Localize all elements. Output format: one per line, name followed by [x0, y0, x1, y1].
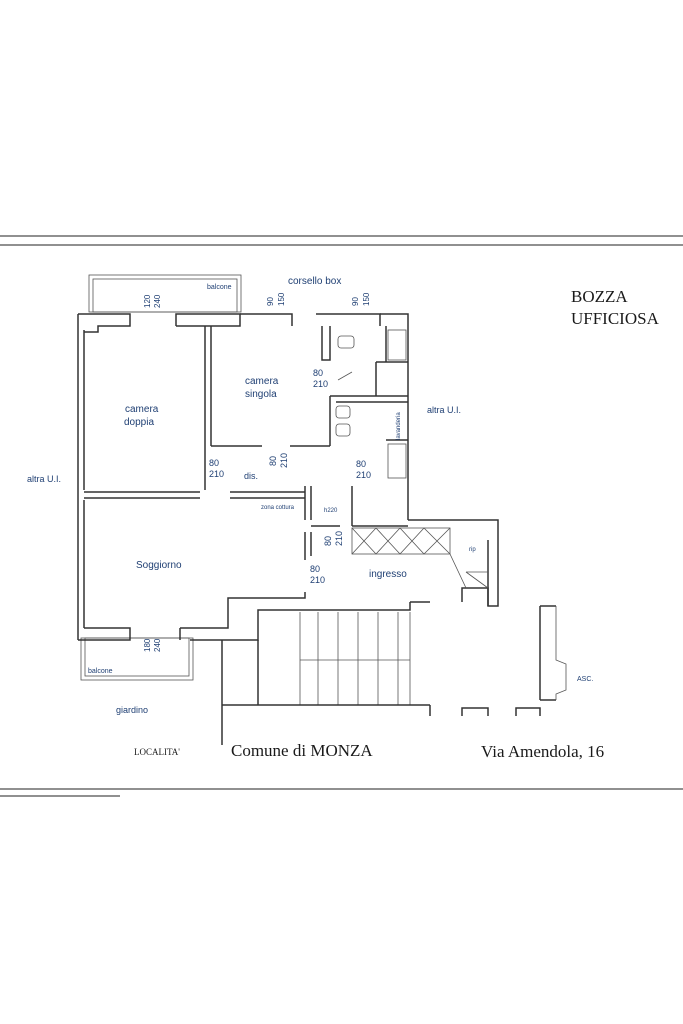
door-dims-cucina: 80 210 — [323, 531, 344, 546]
room-camera-singola: camera singola — [245, 376, 279, 400]
window-dims-soggiorno: 180 240 — [143, 638, 162, 652]
balcone-top-label: balcone — [207, 284, 232, 291]
camera-singola-line-1: camera — [245, 376, 279, 387]
door-cucina-width: 80 — [323, 536, 333, 546]
comune-label: Comune di MONZA — [231, 741, 373, 760]
door-dims-soggiorno: 80 210 — [310, 564, 325, 585]
win-bagno-height: 150 — [362, 292, 371, 306]
stamp-line-1: BOZZA — [571, 287, 628, 306]
lavanderia-label: lavanderia — [396, 412, 402, 440]
giardino-label: giardino — [116, 705, 148, 715]
room-ingresso-label: ingresso — [369, 569, 407, 580]
door-h220-label: h220 — [324, 508, 338, 514]
address-label: Via Amendola, 16 — [481, 742, 604, 761]
interior-walls — [84, 326, 408, 560]
window-dims-singola: 90 150 — [266, 292, 286, 306]
exterior-walls — [77, 313, 499, 641]
door-dis-width: 80 — [268, 456, 278, 466]
balcone-bottom-label: balcone — [88, 668, 113, 675]
door-dis-height: 210 — [279, 453, 289, 468]
door-doppia-height: 210 — [209, 469, 224, 479]
win-doppia-height: 240 — [153, 294, 162, 308]
door-bagno-height: 210 — [356, 470, 371, 480]
stamp-line-2: UFFICIOSA — [571, 309, 660, 328]
rip-label: rip — [469, 547, 476, 553]
kitchen-counter — [351, 527, 489, 589]
camera-doppia-line-1: camera — [125, 404, 159, 415]
corsello-box-label: corsello box — [288, 276, 341, 287]
sheet-frame — [0, 235, 683, 797]
asc-label: ASC. — [577, 676, 593, 683]
door-singola-width: 80 — [313, 368, 323, 378]
win-singola-height: 150 — [277, 292, 286, 306]
room-camera-doppia: camera doppia — [124, 404, 159, 428]
zona-cottura-label: zona cottura — [261, 505, 295, 511]
altra-ui-left-label: altra U.I. — [27, 474, 61, 484]
bathroom-fixtures — [335, 329, 407, 479]
room-soggiorno-label: Soggiorno — [136, 560, 182, 571]
door-soggiorno-width: 80 — [310, 564, 320, 574]
altra-ui-right-label: altra U.I. — [427, 405, 461, 415]
door-dims-doppia: 80 210 — [209, 458, 224, 479]
camera-doppia-line-2: doppia — [124, 417, 154, 428]
door-doppia-width: 80 — [209, 458, 219, 468]
win-singola-width: 90 — [266, 297, 275, 306]
room-dis-label: dis. — [244, 471, 258, 481]
balcone-top-outline — [88, 274, 242, 313]
door-singola-height: 210 — [313, 379, 328, 389]
door-cucina-height: 210 — [334, 531, 344, 546]
win-soggiorno-width: 180 — [143, 638, 152, 652]
door-soggiorno-height: 210 — [310, 575, 325, 585]
window-dims-bagno: 90 150 — [351, 292, 371, 306]
door-dims-singola: 80 210 — [313, 368, 328, 389]
win-doppia-width: 120 — [143, 294, 152, 308]
stairwell — [221, 605, 567, 745]
stamp: BOZZA UFFICIOSA — [571, 287, 660, 328]
win-soggiorno-height: 240 — [153, 638, 162, 652]
door-bagno-width: 80 — [356, 459, 366, 469]
footer: LOCALITA' Comune di MONZA Via Amendola, … — [134, 741, 604, 761]
camera-singola-line-2: singola — [245, 389, 277, 400]
localita-label: LOCALITA' — [134, 747, 180, 757]
door-dims-dis: 80 210 — [268, 453, 289, 468]
balcone-bottom-outline — [80, 637, 194, 681]
door-dims-bagno: 80 210 — [356, 459, 371, 480]
window-dims-doppia: 120 240 — [143, 294, 162, 308]
win-bagno-width: 90 — [351, 297, 360, 306]
